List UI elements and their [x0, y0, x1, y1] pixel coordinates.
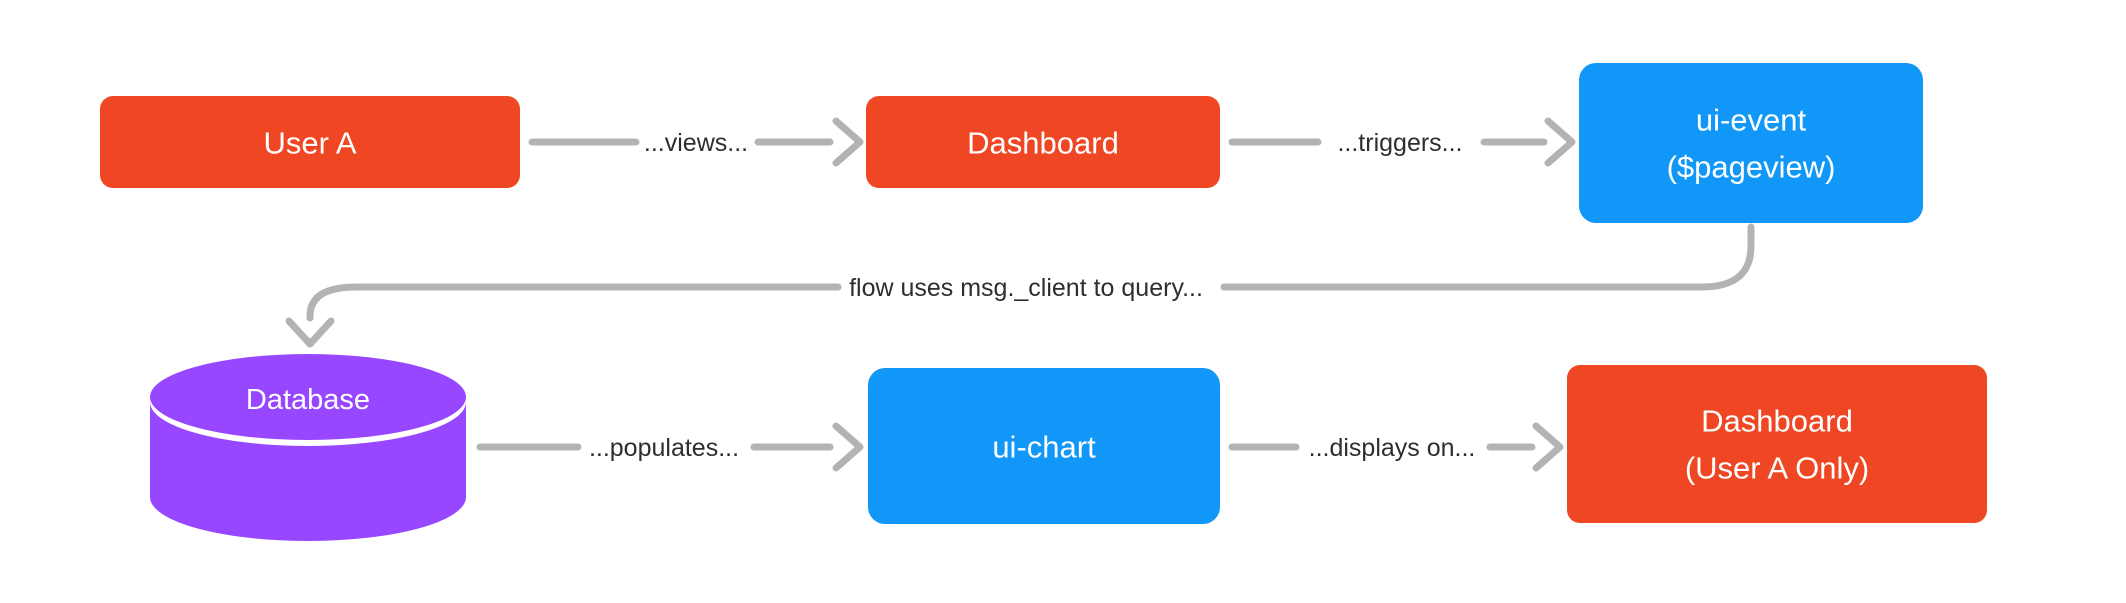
- ui-event-box: [1579, 63, 1923, 223]
- arrowhead-right-icon: [832, 117, 864, 167]
- user-a-label: User A: [263, 126, 356, 161]
- edge-query-line-right: [1220, 223, 1755, 291]
- arrowhead-right-icon: [1532, 422, 1564, 472]
- edge-displays-on-label: ...displays on...: [1309, 434, 1476, 462]
- database-label: Database: [246, 384, 370, 416]
- ui-event-label-line2: ($pageview): [1667, 150, 1836, 185]
- dashboard-user-a-only-label-line1: Dashboard: [1701, 404, 1853, 439]
- ui-chart-box: [868, 368, 1220, 524]
- node-database: Database: [150, 354, 466, 541]
- arrowhead-down-icon: [285, 317, 335, 348]
- arrowhead-right-icon: [1544, 117, 1576, 167]
- node-ui-event: ui-event ($pageview): [1579, 63, 1923, 223]
- ui-chart-label: ui-chart: [992, 430, 1096, 465]
- dashboard-box: [866, 96, 1220, 188]
- edge-triggers: ...triggers...: [1228, 117, 1576, 167]
- node-dashboard-user-a-only: Dashboard (User A Only): [1567, 365, 1987, 523]
- ui-event-label-line1: ui-event: [1696, 103, 1807, 138]
- node-ui-chart: ui-chart: [868, 368, 1220, 524]
- database-cylinder-top: [150, 354, 466, 440]
- user-a-box: [100, 96, 520, 188]
- dashboard-user-a-only-box: [1567, 365, 1987, 523]
- edge-query: flow uses msg._client to query...: [285, 223, 1755, 348]
- edge-triggers-label: ...triggers...: [1337, 129, 1462, 157]
- arrowhead-right-icon: [832, 422, 864, 472]
- database-cylinder-body: [150, 402, 466, 541]
- edge-populates: ...populates...: [476, 422, 864, 472]
- edge-displays-on: ...displays on...: [1228, 422, 1564, 472]
- node-user-a: User A: [100, 96, 520, 188]
- dashboard-user-a-only-label-line2: (User A Only): [1685, 451, 1869, 486]
- node-dashboard: Dashboard: [866, 96, 1220, 188]
- edge-query-line-left: [306, 283, 842, 322]
- edge-views-label: ...views...: [644, 129, 748, 157]
- edge-query-label: flow uses msg._client to query...: [849, 274, 1203, 302]
- edge-views: ...views...: [528, 117, 864, 167]
- dashboard-label: Dashboard: [967, 126, 1119, 161]
- edge-populates-label: ...populates...: [589, 434, 739, 462]
